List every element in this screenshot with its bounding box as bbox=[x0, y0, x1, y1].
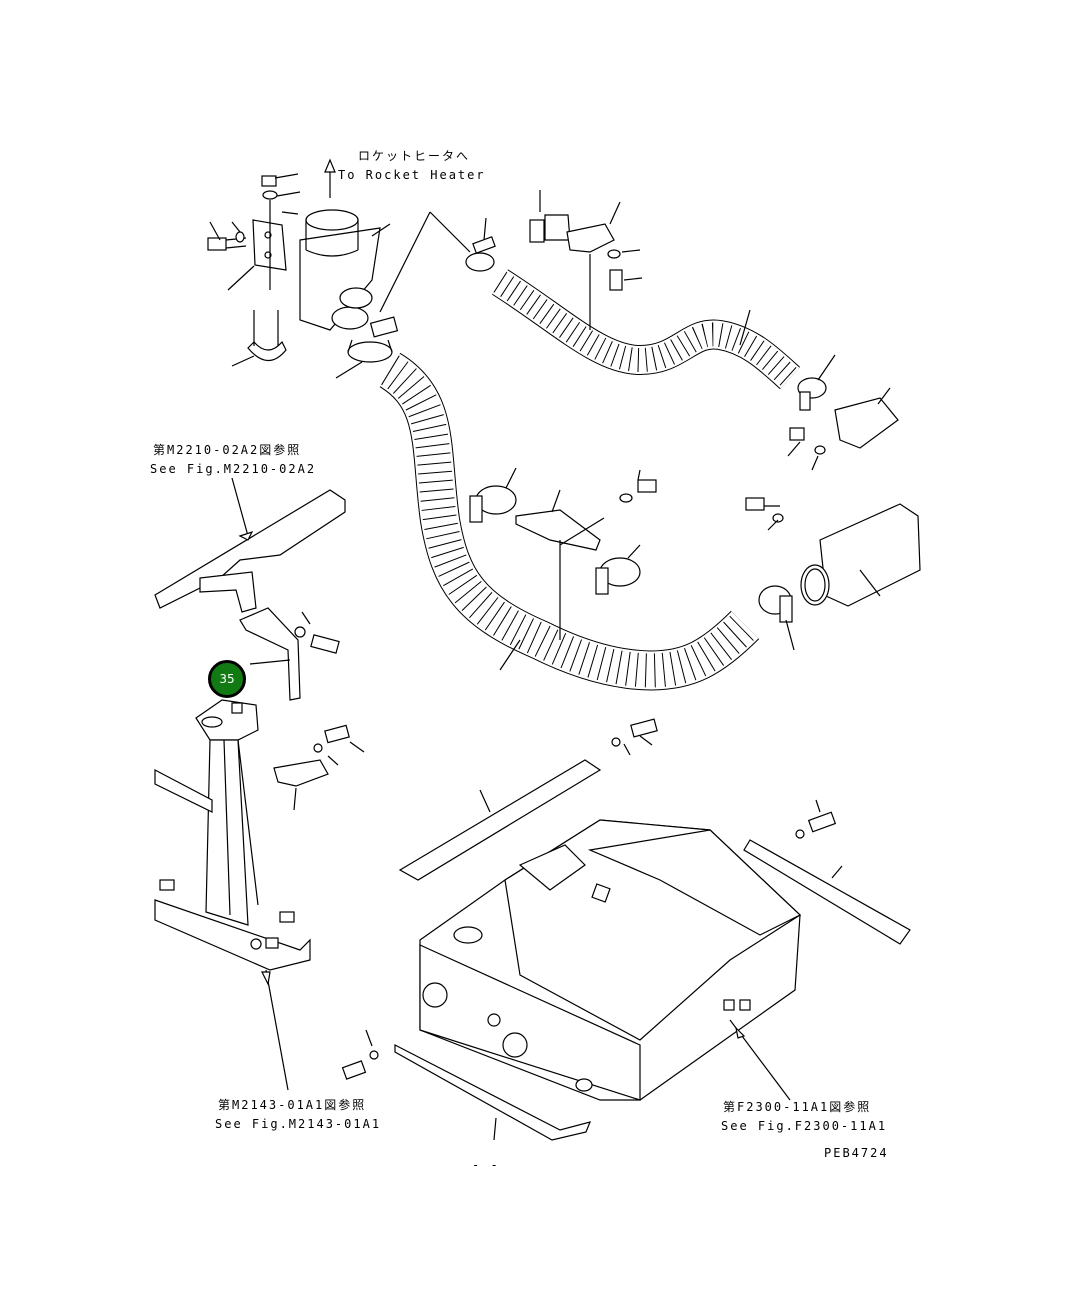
upper-hose-fittings bbox=[379, 190, 899, 471]
ref-m2143-label-jp: 第M2143-01A1図参照 bbox=[218, 1098, 367, 1112]
ref-f2300-label-en: See Fig.F2300-11A1 bbox=[721, 1119, 888, 1133]
page-mark: - - bbox=[472, 1158, 500, 1172]
ref-m2210-label-jp: 第M2210-02A2図参照 bbox=[153, 443, 302, 457]
ref-m2210-label-en: See Fig.M2210-02A2 bbox=[150, 462, 317, 476]
ref-f2300-label-jp: 第F2300-11A1図参照 bbox=[723, 1100, 872, 1114]
middle-hose-fittings bbox=[469, 467, 921, 671]
heater-hose-upper bbox=[491, 269, 801, 390]
rocket-heater-label-en: To Rocket Heater bbox=[338, 168, 486, 182]
drawing-code: PEB4724 bbox=[824, 1146, 889, 1160]
lower-frame-column bbox=[154, 699, 365, 1091]
rocket-heater-label-jp: ロケットヒータへ bbox=[358, 149, 471, 163]
heater-box-assembly bbox=[341, 718, 911, 1141]
heater-hose-main bbox=[378, 352, 760, 691]
callout-35[interactable]: 35 bbox=[208, 660, 246, 698]
ref-m2143-label-en: See Fig.M2143-01A1 bbox=[215, 1117, 382, 1131]
heater-junction-assembly bbox=[207, 158, 399, 379]
callout-number: 35 bbox=[219, 672, 235, 686]
upper-frame-bracket bbox=[154, 477, 346, 701]
